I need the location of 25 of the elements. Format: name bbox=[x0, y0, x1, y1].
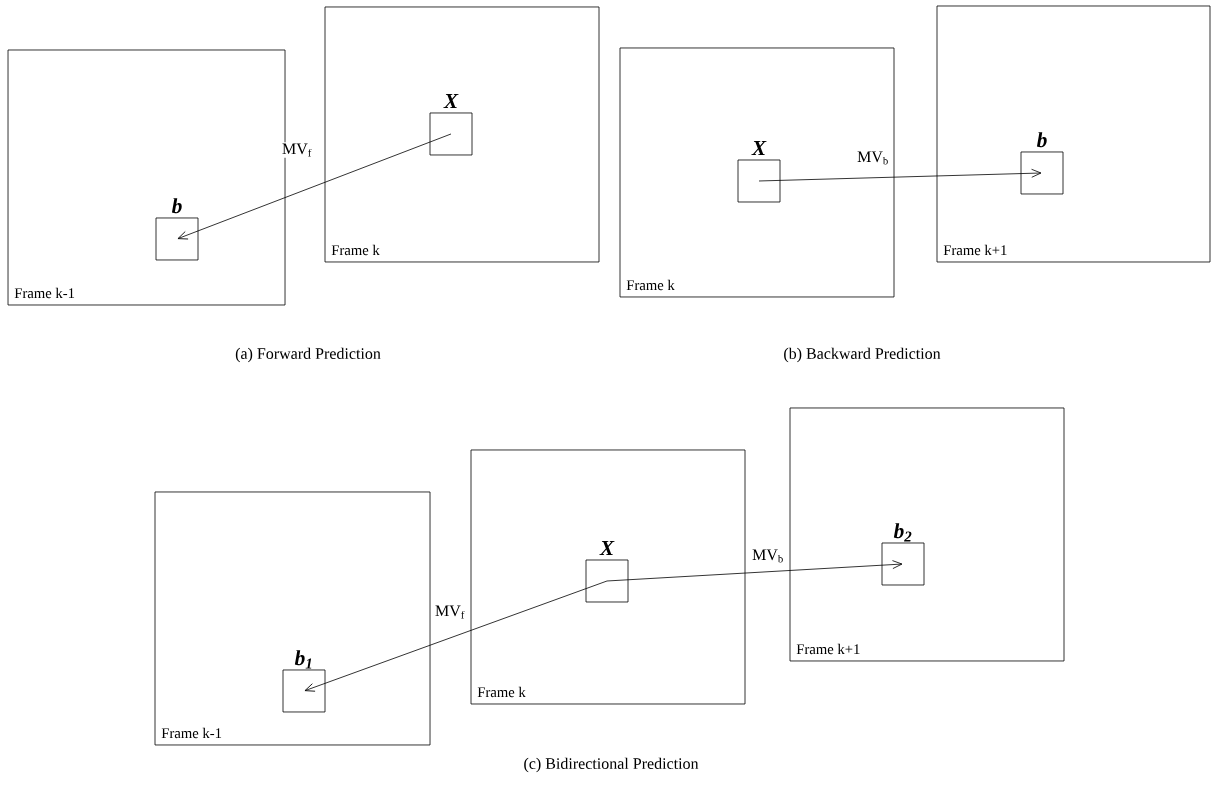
edge-label: MV$_{b}$ bbox=[750, 548, 786, 564]
arrow bbox=[177, 133, 452, 240]
block-label: X bbox=[443, 94, 459, 108]
frame-label: Frame k+1 bbox=[943, 244, 1007, 256]
caption: (a) Forward Prediction bbox=[235, 347, 381, 363]
caption: (b) Backward Prediction bbox=[784, 347, 941, 363]
frame-label: Frame k bbox=[477, 686, 526, 698]
block-label: b$_{2}$ bbox=[893, 523, 912, 542]
frame-label: Frame k+1 bbox=[796, 643, 860, 655]
edge-label: MV$_{f}$ bbox=[433, 604, 467, 620]
block-label: X bbox=[599, 541, 615, 555]
arrow bbox=[304, 580, 608, 692]
frame-label: Frame k-1 bbox=[14, 287, 75, 299]
arrow bbox=[758, 168, 1042, 182]
edge-label: MV$_{f}$ bbox=[280, 142, 314, 158]
block-label: X bbox=[751, 141, 767, 155]
frame-label: Frame k-1 bbox=[161, 727, 222, 739]
arrow bbox=[606, 560, 903, 582]
block-label: b bbox=[1036, 132, 1047, 148]
caption: (c) Bidirectional Prediction bbox=[524, 757, 699, 773]
frame-label: Frame k bbox=[331, 244, 380, 256]
edge-label: MV$_{b}$ bbox=[855, 150, 891, 166]
block-label: b$_{1}$ bbox=[294, 650, 312, 669]
block-label: b bbox=[171, 198, 182, 214]
frame-label: Frame k bbox=[626, 279, 675, 291]
